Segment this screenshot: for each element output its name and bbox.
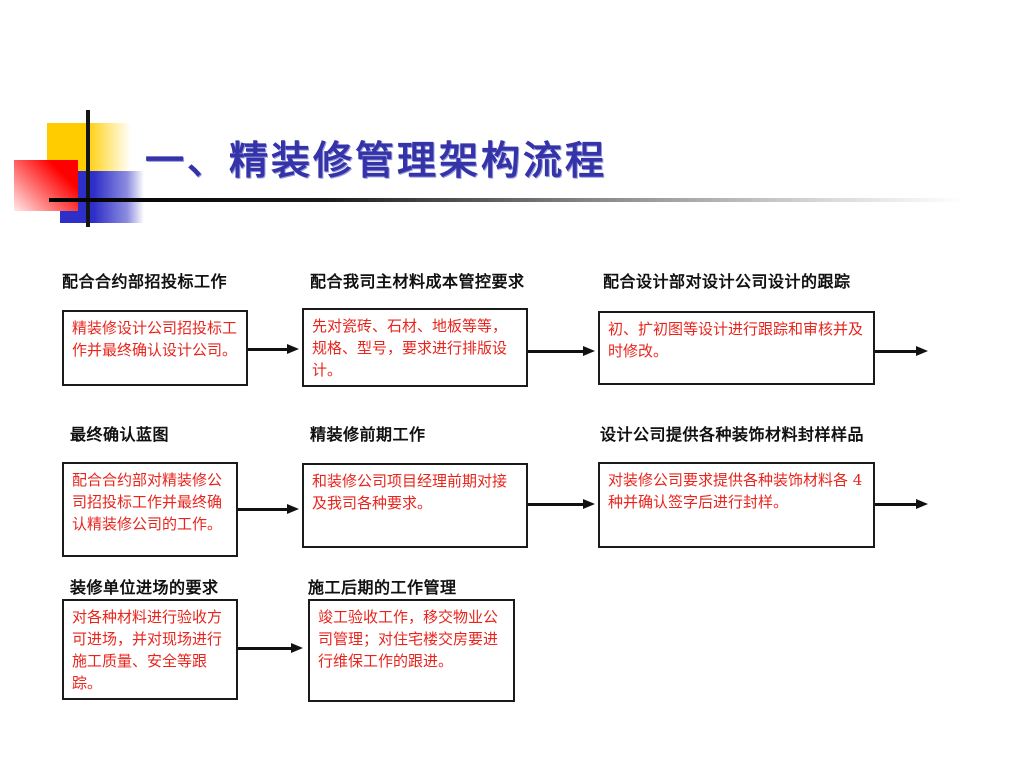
- flow-header: 配合设计部对设计公司设计的跟踪: [603, 272, 851, 291]
- flow-box: 配合合约部对精装修公司招投标工作并最终确认精装修公司的工作。: [62, 462, 238, 557]
- flow-header: 精装修前期工作: [310, 425, 426, 444]
- flow-box: 先对瓷砖、石材、地板等等，规格、型号，要求进行排版设计。: [302, 308, 528, 387]
- flow-box: 和装修公司项目经理前期对接及我司各种要求。: [302, 463, 528, 548]
- title-divider-line: [49, 198, 965, 202]
- flow-header: 装修单位进场的要求: [70, 578, 219, 597]
- flow-arrow: [528, 499, 595, 509]
- page-title: 一、精装修管理架构流程: [145, 138, 608, 184]
- decor-vertical-line: [86, 110, 90, 227]
- flow-arrow: [528, 346, 595, 356]
- flow-box: 精装修设计公司招投标工作并最终确认设计公司。: [62, 310, 248, 386]
- flow-header: 配合我司主材料成本管控要求: [310, 272, 525, 291]
- flow-box: 对各种材料进行验收方可进场，并对现场进行施工质量、安全等跟踪。: [62, 599, 238, 700]
- flow-header: 设计公司提供各种装饰材料封样样品: [600, 425, 865, 444]
- flow-arrow: [238, 504, 299, 514]
- flow-arrow: [248, 344, 299, 354]
- decor-red-square: [14, 160, 78, 211]
- flow-box: 对装修公司要求提供各种装饰材料各 4 种并确认签字后进行封样。: [598, 462, 875, 548]
- flow-arrow: [875, 499, 928, 509]
- flow-header: 配合合约部招投标工作: [62, 272, 228, 291]
- flow-box: 初、扩初图等设计进行跟踪和审核并及时修改。: [598, 311, 875, 385]
- flow-arrow: [875, 346, 928, 356]
- flow-box: 竣工验收工作，移交物业公司管理；对住宅楼交房要进行维保工作的跟进。: [308, 599, 515, 702]
- flow-header: 施工后期的工作管理: [308, 578, 457, 597]
- flow-arrow: [238, 643, 303, 653]
- flow-header: 最终确认蓝图: [70, 425, 170, 444]
